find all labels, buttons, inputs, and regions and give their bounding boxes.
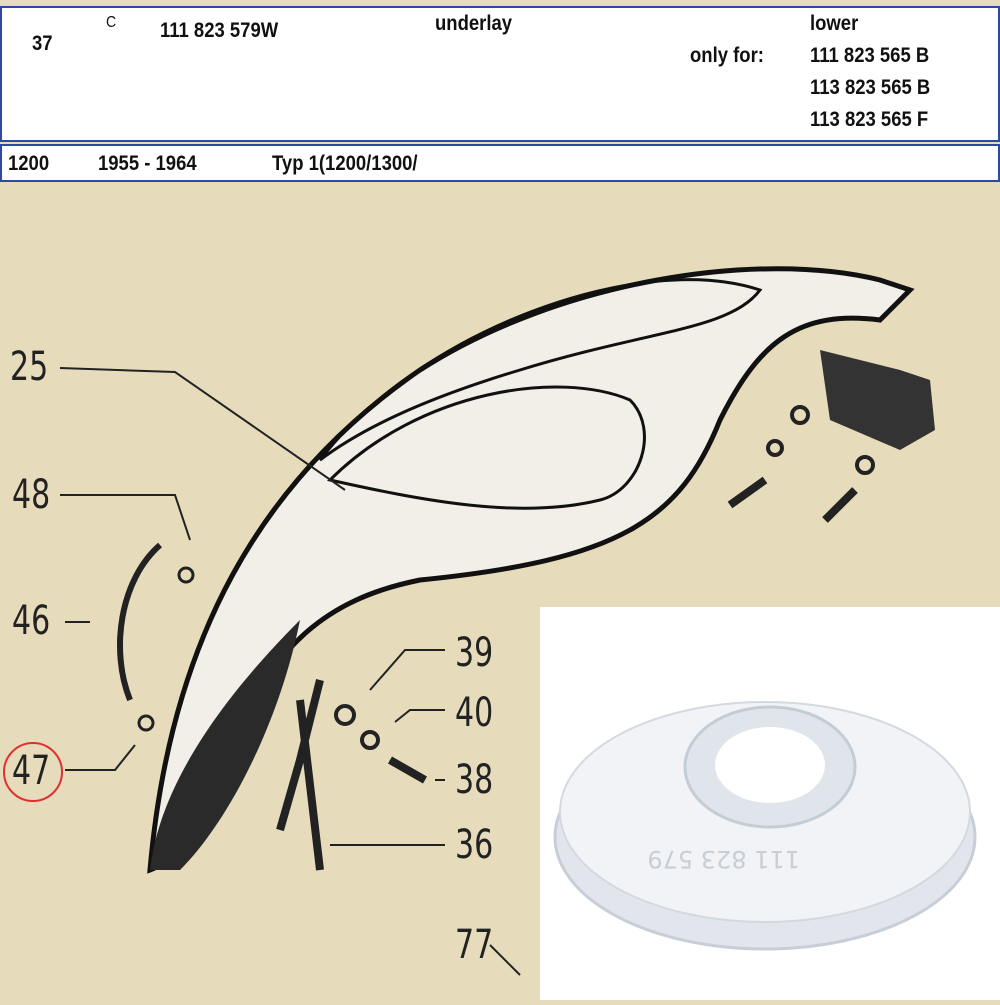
position-number: 37: [32, 32, 53, 55]
washer-image: 111 823 579: [553, 701, 977, 951]
years: 1955 - 1964: [98, 152, 197, 175]
callout-47: 47: [12, 748, 51, 794]
vehicle-type: Typ 1(1200/1300/: [272, 152, 418, 175]
engine: 1200: [8, 152, 50, 175]
callout-77: 77: [455, 922, 494, 968]
embossed-part-number: 111 823 579: [647, 845, 800, 873]
applies-to-item: 111 823 565 B: [810, 44, 930, 67]
model-row: 1200 1955 - 1964 Typ 1(1200/1300/: [0, 144, 1000, 182]
product-photo: 111 823 579: [540, 607, 1000, 1000]
parts-diagram: 25 48 46 47 39 40 38 36 77: [0, 182, 1000, 1000]
callout-38: 38: [455, 757, 494, 803]
callout-39: 39: [455, 630, 494, 676]
callout-48: 48: [12, 472, 51, 518]
fender-drawing: [3, 266, 935, 976]
only-for-label: only for:: [690, 44, 764, 67]
part-number: 111 823 579W: [160, 19, 279, 42]
part-info-row: 37 C 111 823 579W underlay lower only fo…: [0, 6, 1000, 142]
callout-25: 25: [10, 344, 49, 390]
callout-40: 40: [455, 690, 494, 736]
callout-46: 46: [12, 598, 51, 644]
part-code: C: [106, 14, 117, 31]
applies-to-item: 113 823 565 B: [810, 76, 931, 99]
part-note: lower: [810, 12, 859, 35]
part-description: underlay: [435, 12, 513, 35]
highlight-circle: [3, 742, 63, 802]
callout-36: 36: [455, 822, 494, 868]
applies-to-item: 113 823 565 F: [810, 108, 929, 131]
